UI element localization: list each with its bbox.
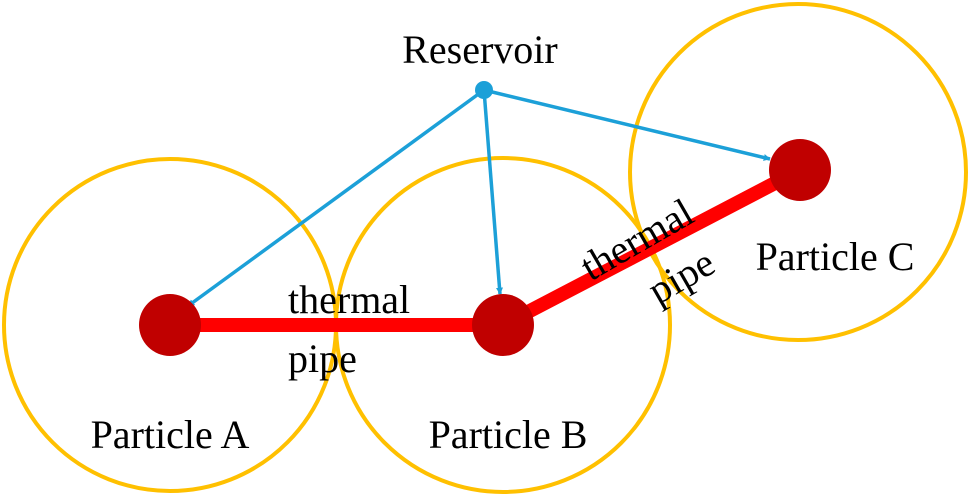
- thermal-pipe-b-c: [499, 163, 804, 332]
- particle-c-influence-circle: [628, 2, 968, 342]
- particle-b-label: Particle B: [429, 412, 588, 457]
- reservoir-link-c: [483, 88, 771, 161]
- reservoir-label: Reservoir: [402, 27, 558, 72]
- reservoir-node: [475, 81, 493, 99]
- pipe-a-b-label-line1: thermal: [288, 277, 410, 322]
- particle-c-label: Particle C: [756, 234, 915, 279]
- reservoir-link-a: [186, 88, 486, 308]
- reservoir-link-b: [482, 89, 503, 295]
- particle-a-label: Particle A: [91, 412, 250, 457]
- pipe-a-b-label-line2: pipe: [288, 336, 357, 381]
- particle-b-dot: [472, 294, 534, 356]
- particle-a-dot: [139, 294, 201, 356]
- particle-c-dot: [769, 139, 831, 201]
